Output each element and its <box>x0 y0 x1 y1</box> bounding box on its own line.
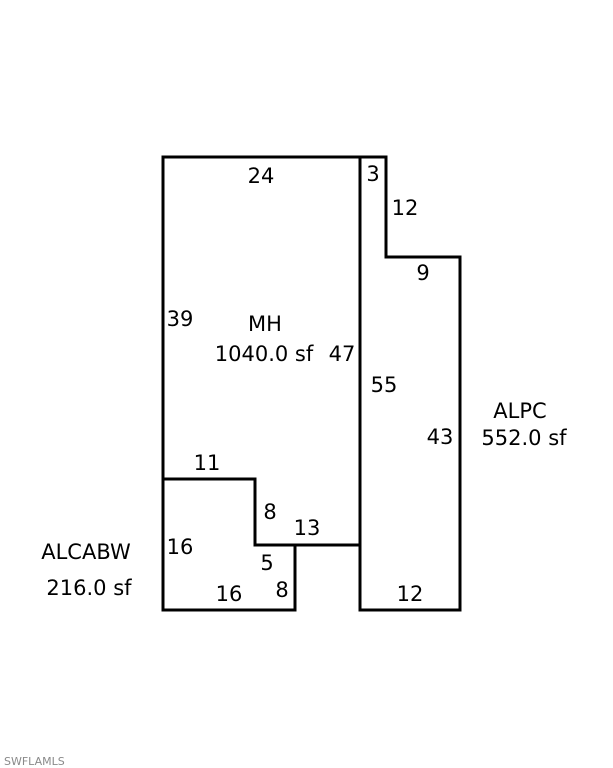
dim-alcabw-bottom: 16 <box>216 582 243 606</box>
alcabw-area: 216.0 sf <box>46 576 132 600</box>
dim-alcabw-right: 8 <box>275 578 288 602</box>
dim-alcabw-left: 16 <box>167 535 194 559</box>
dim-mh-left: 39 <box>167 307 194 331</box>
alcabw-outline <box>161 477 297 612</box>
alpc-label: ALPC <box>493 399 546 423</box>
mh-label: MH <box>248 312 282 336</box>
dim-alpc-step-side: 12 <box>392 196 419 220</box>
dim-alpc-right: 43 <box>427 425 454 449</box>
dim-mh-top: 24 <box>248 164 275 188</box>
dim-alpc-bottom: 12 <box>397 582 424 606</box>
dim-mh-notch-top: 11 <box>194 451 221 475</box>
mh-area: 1040.0 sf <box>215 342 314 366</box>
watermark-text: SWFLAMLS <box>4 755 65 768</box>
alpc-area: 552.0 sf <box>481 426 567 450</box>
dim-alcabw-step: 5 <box>260 551 273 575</box>
dim-alpc-top: 3 <box>366 162 379 186</box>
dim-mh-bottom: 13 <box>294 516 321 540</box>
dim-mh-notch-side: 8 <box>263 500 276 524</box>
dim-alpc-step-top: 9 <box>416 261 429 285</box>
alpc-outline <box>358 155 462 612</box>
alcabw-label: ALCABW <box>41 540 131 564</box>
dim-mh-right: 47 <box>329 342 356 366</box>
dim-alpc-left: 55 <box>371 373 398 397</box>
